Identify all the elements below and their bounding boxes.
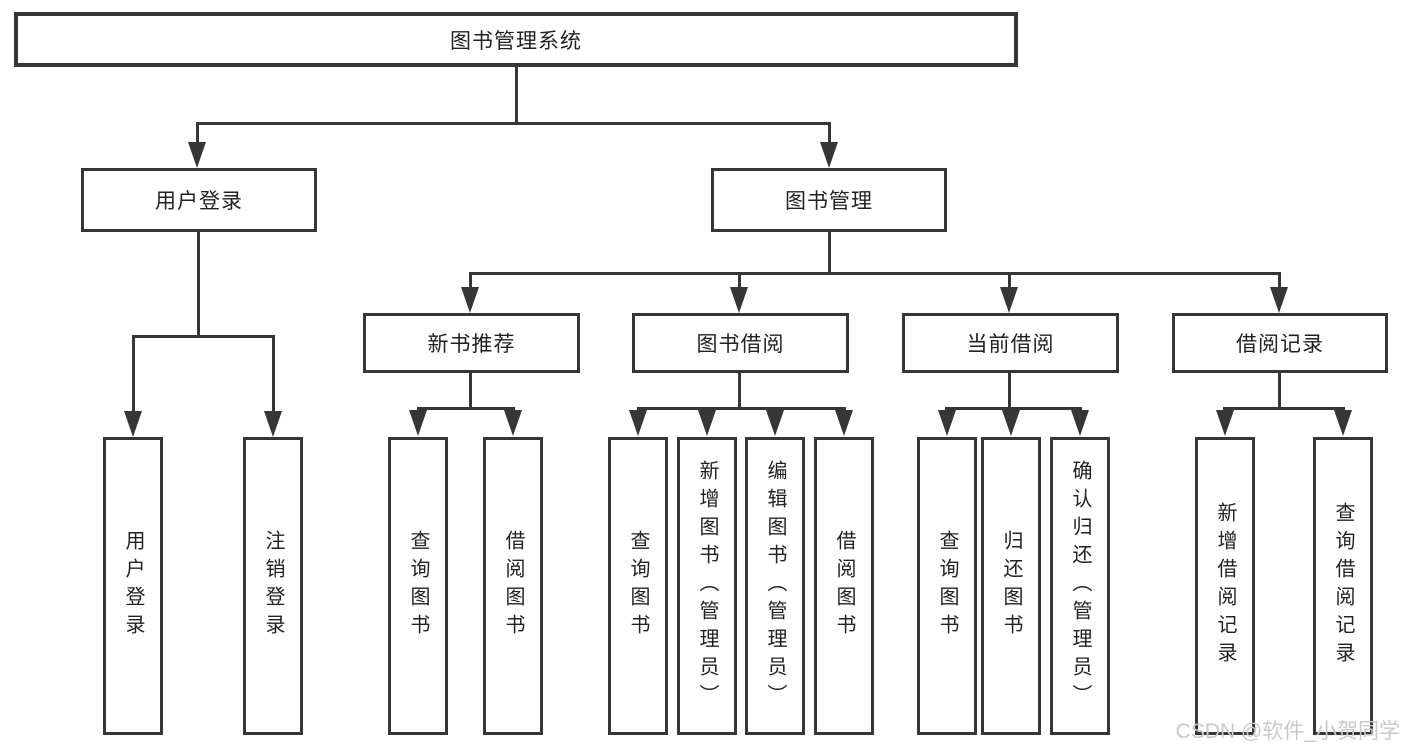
node-library-system: 图书管理系统	[14, 12, 1018, 67]
connector-line	[515, 67, 518, 122]
leaf-return-books: 归还图书	[981, 437, 1041, 735]
leaf-add-book-admin: 新增图书（管理员）	[677, 437, 737, 735]
connector-line	[132, 335, 135, 411]
connector-line	[1008, 272, 1011, 289]
arrowhead-icon	[938, 410, 956, 436]
arrowhead-icon	[1216, 410, 1234, 436]
leaf-edit-book-admin: 编辑图书（管理员）	[745, 437, 805, 735]
arrowhead-icon	[766, 410, 784, 436]
connector-line	[1278, 272, 1281, 289]
node-book-management: 图书管理	[711, 168, 947, 232]
arrowhead-icon	[629, 410, 647, 436]
arrowhead-icon	[1000, 287, 1018, 313]
arrowhead-icon	[698, 410, 716, 436]
arrowhead-icon	[504, 410, 522, 436]
connector-line	[197, 122, 831, 125]
connector-line	[272, 335, 275, 411]
connector-line	[1223, 407, 1345, 410]
leaf-query-books-borrow: 查询图书	[608, 437, 668, 735]
arrowhead-icon	[264, 411, 282, 437]
leaf-query-borrow-record: 查询借阅记录	[1313, 437, 1373, 735]
node-current-borrow: 当前借阅	[902, 313, 1119, 373]
arrowhead-icon	[124, 411, 142, 437]
arrowhead-icon	[835, 410, 853, 436]
connector-line	[828, 232, 831, 272]
connector-line	[828, 122, 831, 144]
connector-line	[637, 407, 846, 410]
node-new-book-recommend: 新书推荐	[363, 313, 580, 373]
connector-line	[469, 272, 472, 289]
connector-line	[417, 407, 515, 410]
arrowhead-icon	[1334, 410, 1352, 436]
arrowhead-icon	[730, 287, 748, 313]
leaf-query-books-current: 查询图书	[917, 437, 977, 735]
leaf-borrow-books: 借阅图书	[814, 437, 874, 735]
connector-line	[1008, 373, 1011, 407]
arrowhead-icon	[1270, 287, 1288, 313]
leaf-add-borrow-record: 新增借阅记录	[1195, 437, 1255, 735]
arrowhead-icon	[409, 410, 427, 436]
connector-line	[196, 122, 199, 144]
connector-line	[738, 373, 741, 407]
leaf-borrow-books-recommend: 借阅图书	[483, 437, 543, 735]
arrowhead-icon	[1071, 410, 1089, 436]
connector-line	[1278, 373, 1281, 407]
node-borrow-records: 借阅记录	[1172, 313, 1388, 373]
leaf-confirm-return-admin: 确认归还（管理员）	[1050, 437, 1110, 735]
connector-line	[738, 272, 741, 289]
leaf-logout: 注销登录	[243, 437, 303, 735]
arrowhead-icon	[1002, 410, 1020, 436]
arrowhead-icon	[188, 142, 206, 168]
node-user-login: 用户登录	[81, 168, 317, 232]
leaf-query-books-recommend: 查询图书	[388, 437, 448, 735]
connector-line	[469, 373, 472, 407]
connector-line	[945, 407, 1082, 410]
watermark: CSDN @软件_小贺同学	[1175, 720, 1400, 743]
connector-line	[197, 232, 200, 335]
connector-line	[469, 272, 1281, 275]
arrowhead-icon	[461, 287, 479, 313]
leaf-user-login: 用户登录	[103, 437, 163, 735]
arrowhead-icon	[820, 142, 838, 168]
connector-line	[132, 335, 275, 338]
node-book-borrow: 图书借阅	[632, 313, 849, 373]
